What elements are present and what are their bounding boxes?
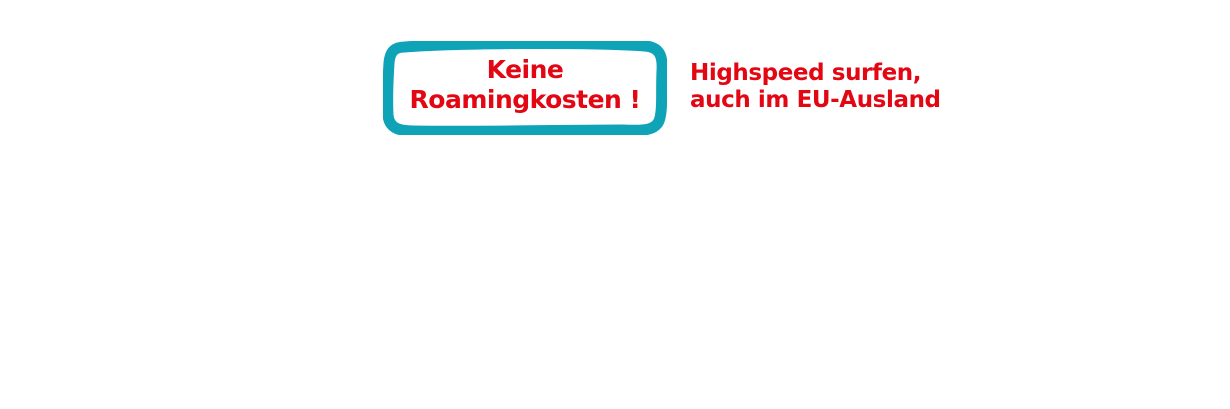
badge-line-1: Keine bbox=[486, 55, 564, 84]
tagline-line-2: auch im EU-Ausland bbox=[690, 87, 941, 113]
badge-text: Keine Roamingkosten ! bbox=[383, 55, 667, 115]
tagline-line-1: Highspeed surfen, bbox=[690, 60, 922, 86]
hand-drawn-rounded-frame-icon bbox=[383, 41, 667, 135]
badge-line-2: Roamingkosten ! bbox=[409, 85, 641, 114]
tagline: Highspeed surfen, auch im EU-Ausland bbox=[690, 60, 1110, 114]
roaming-badge: Keine Roamingkosten ! bbox=[383, 41, 667, 135]
